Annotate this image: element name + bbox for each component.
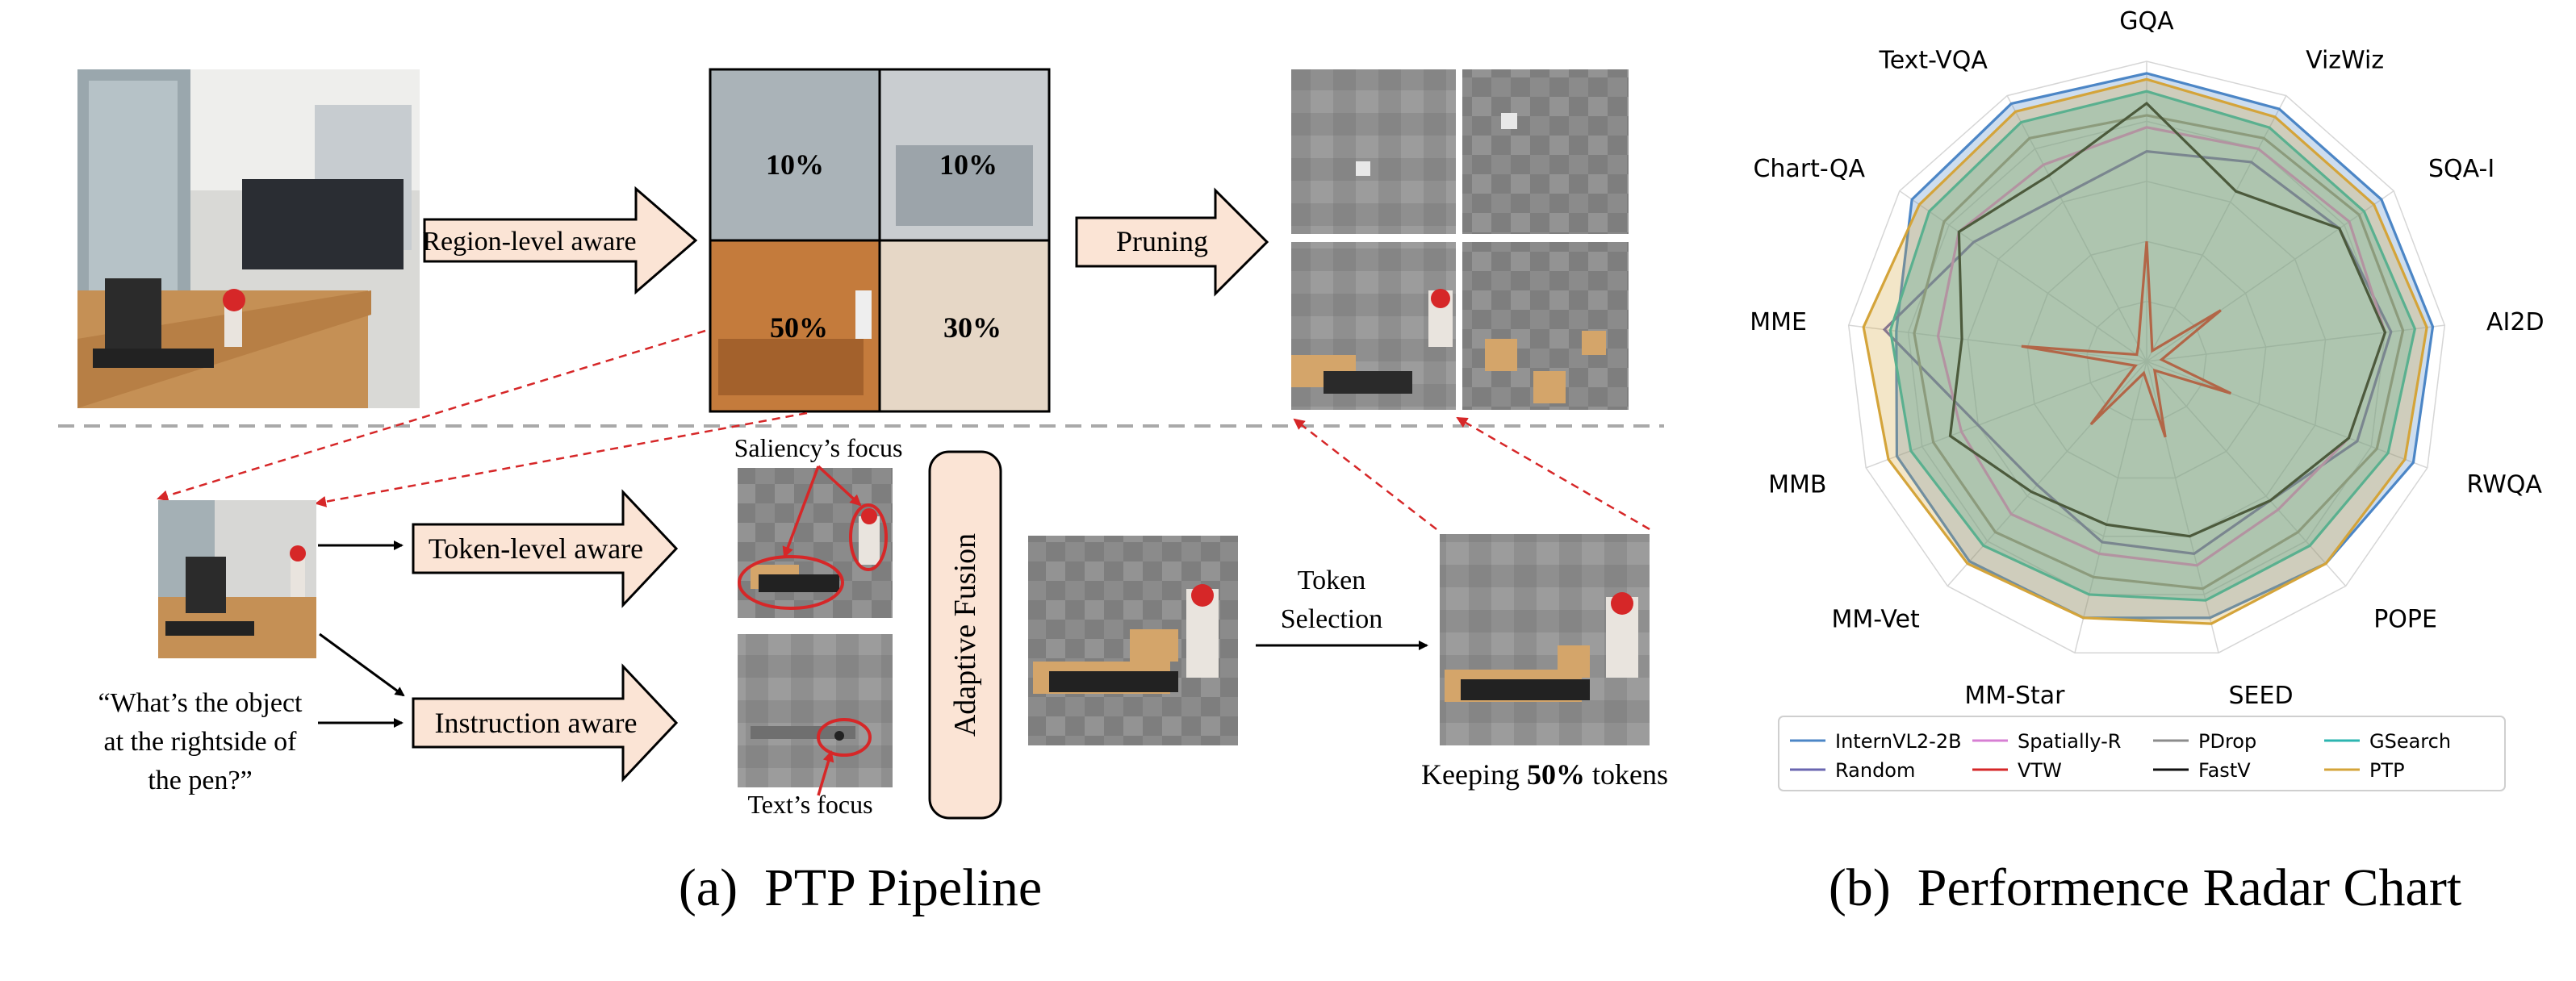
radar-axis-label: SQA-I <box>2428 155 2494 183</box>
radar-axis-label: MMB <box>1768 470 1826 499</box>
radar-axis-label: MME <box>1750 308 1807 336</box>
original-image <box>77 69 420 408</box>
pruning-label: Pruning <box>1116 225 1208 257</box>
cropped-image <box>158 500 316 658</box>
radar-axis-label: MM-Star <box>1964 682 2065 710</box>
radar-spoke <box>2146 361 2347 587</box>
caption-a: (a) PTP Pipeline <box>679 858 1042 917</box>
radar-spoke <box>1865 361 2147 469</box>
legend-entry: VTW <box>2018 759 2062 782</box>
radar-legend: InternVL2-2B Random Spatially-R VTW PDropFas… <box>1778 716 2506 791</box>
region-aware-arrow: Region-level aware <box>422 186 698 295</box>
radar-axis-label: Chart-QA <box>1753 155 1865 183</box>
legend-entry: Spatially-R <box>2018 730 2121 753</box>
radar-axis-label: Text-VQA <box>1879 46 1988 74</box>
radar-spoke <box>1848 324 2147 362</box>
pruning-arrow: Pruning <box>1075 187 1269 297</box>
selected-tokens-image <box>1440 534 1650 745</box>
token-aware-label: Token-level aware <box>429 532 643 565</box>
caption-b: (b) Performence Radar Chart <box>1829 858 2461 917</box>
radar-axis-label: POPE <box>2373 605 2437 633</box>
radar-axis-label: GQA <box>2119 7 2174 35</box>
radar-spoke <box>1947 361 2147 587</box>
radar-axis-label: SEED <box>2228 682 2293 710</box>
question-line-3: the pen?” <box>148 766 252 795</box>
radar-axis-label: AI2D <box>2486 308 2545 336</box>
radar-spoke <box>2146 361 2219 653</box>
image-to-instruction-arrow <box>319 632 405 697</box>
radar-axis-label: RWQA <box>2467 470 2543 499</box>
radar-series-pdrop <box>1913 114 2405 591</box>
radar-series-vtw <box>2021 241 2232 438</box>
saliency-focus-image: Saliency’s focus <box>734 433 903 618</box>
legend-entry: PDrop <box>2198 730 2256 753</box>
region-percent-br: 30% <box>943 311 1002 344</box>
region-percent-bl: 50% <box>770 311 828 344</box>
radar-series-gsearch <box>1888 90 2417 602</box>
region-grid: 10% 10% 50% 30% <box>709 68 1051 413</box>
radar-axis-label: MM-Vet <box>1832 605 1920 633</box>
fused-image <box>1028 536 1238 745</box>
text-focus-label: Text’s focus <box>747 790 872 819</box>
token-selection: Token Selection <box>1256 566 1428 650</box>
legend-entry: Random <box>1835 759 1915 782</box>
question-text: “What’s the object at the rightside of t… <box>98 688 303 795</box>
radar-axis-label: VizWiz <box>2306 46 2384 74</box>
radar-series-fastv <box>1948 101 2387 538</box>
text-focus-image: Text’s focus <box>738 634 893 819</box>
pruned-grid <box>1291 69 1629 410</box>
question-line-2: at the rightside of <box>104 727 298 757</box>
radar-grid-ring <box>2086 300 2207 420</box>
radar-grid-ring <box>1967 181 2327 537</box>
radar-grid-ring <box>1847 61 2446 653</box>
saliency-focus-label: Saliency’s focus <box>734 433 903 462</box>
radar-grid-ring <box>2026 240 2267 479</box>
legend-entry: PTP <box>2369 759 2405 782</box>
radar-spoke <box>1899 190 2147 362</box>
token-aware-arrow: Token-level aware <box>412 489 679 608</box>
legend-entry: GSearch <box>2369 730 2451 753</box>
radar-spoke <box>2146 190 2394 362</box>
region-percent-tl: 10% <box>766 148 824 181</box>
legend-entry: InternVL2-2B <box>1835 730 1962 753</box>
radar-spoke <box>2146 361 2428 469</box>
legend-entry: FastV <box>2198 759 2251 782</box>
radar-spoke <box>2146 324 2445 362</box>
radar-spoke <box>2006 95 2147 362</box>
token-selection-line-1: Token <box>1298 566 1366 595</box>
radar-series-spatially-r <box>1936 126 2387 567</box>
instruction-aware-arrow: Instruction aware <box>412 663 679 783</box>
instruction-aware-label: Instruction aware <box>435 707 638 739</box>
keeping-tokens-label: Keeping 50% tokens <box>1421 758 1668 791</box>
radar-spoke <box>2074 361 2147 653</box>
token-selection-line-2: Selection <box>1281 604 1383 634</box>
radar-spoke <box>2146 95 2287 362</box>
region-percent-tr: 10% <box>939 148 997 181</box>
adaptive-fusion-label: Adaptive Fusion <box>948 533 982 737</box>
radar-series-ptp <box>1862 77 2428 625</box>
red-dashed-connectors <box>157 329 1650 531</box>
question-line-1: “What’s the object <box>98 688 303 718</box>
radar-grid-ring <box>1907 120 2386 595</box>
region-aware-label: Region-level aware <box>422 227 636 257</box>
adaptive-fusion-box: Adaptive Fusion <box>928 450 1002 820</box>
